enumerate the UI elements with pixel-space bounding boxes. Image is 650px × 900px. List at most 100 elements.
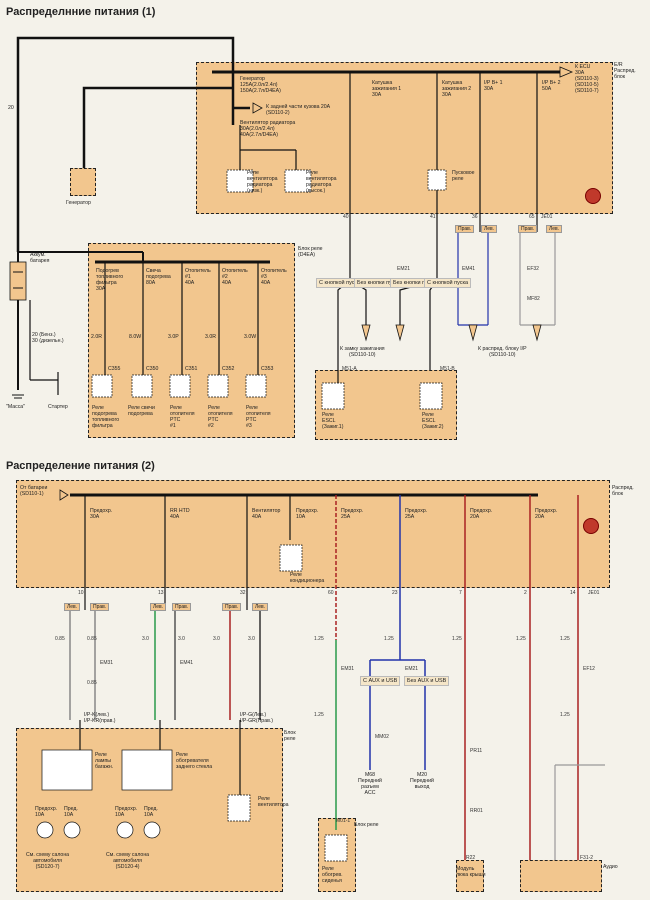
conn2-rr01: RR01 — [470, 808, 483, 814]
conn-je01: JE01 — [541, 214, 553, 220]
seat-heat-relay: Реле обогрев. сиденья — [322, 866, 343, 884]
escl-relay-1: Реле ESCL (Зажиг.1) — [322, 412, 344, 430]
fuse-2-1: Предохр. 30A — [90, 508, 113, 520]
w2-2: 0.85 — [87, 636, 97, 642]
battery-label: Аккум. батарея — [30, 252, 50, 264]
tag2-1: Лев. — [64, 603, 81, 611]
w2-7: 3.0 — [248, 636, 255, 642]
tag2-4: Прав. — [172, 603, 192, 611]
fuse-2-3: Вентилятор 40A — [252, 508, 281, 520]
conn2-r22: R22 — [466, 855, 476, 861]
ign-coil-2: Катушка зажигания 2 30A — [442, 80, 472, 98]
tag-left-2: Лев. — [546, 225, 563, 233]
pin-65: 65 — [529, 214, 535, 220]
rb-relay-1: Реле подогрева топливного фильтра — [92, 405, 120, 429]
m68-label: M68 Передний разъем ACC — [358, 772, 382, 796]
conn-m51a: M51-A — [342, 366, 357, 372]
rb-relay-2: Реле свечи подогрева — [128, 405, 155, 417]
fuse-10a-b: Пред. 10A — [64, 806, 78, 818]
conn2-em41: EM41 — [180, 660, 194, 666]
benz-label: 20 (Бенз.) 30 (дизельн.) — [32, 332, 64, 344]
ign-lock-label: К замку зажигания (SD110-10) — [340, 346, 385, 358]
generator-fuse: Генератор 125A(2.0л/2.4л) 150A(2.7л/D4EA… — [240, 76, 281, 94]
key-button-2: С кнопкой пуска — [424, 278, 472, 288]
w2-12: 1.25 — [516, 636, 526, 642]
pin2-3: 32 — [240, 590, 246, 596]
rb-wire-2: 8.0W — [129, 334, 142, 340]
rb-conn-4: C352 — [222, 366, 235, 372]
aux-with: С AUX и USB — [360, 676, 401, 686]
trunk-relay: Реле лампы багажн. — [95, 752, 114, 770]
to-ecu: К ECU 30A (SD110-3) (SD110-5) (SD110-7) — [575, 64, 599, 94]
rb-wire-3: 3.0P — [168, 334, 179, 340]
rear-body-fuse: К задней части кузова 20A (SD110-2) — [266, 104, 331, 116]
rb-fuse-4: Отопитель #2 40A — [222, 268, 248, 286]
generator-box — [70, 168, 96, 196]
starter-label: Стартер — [48, 404, 68, 410]
dist-label-2: Распред. блок — [612, 485, 634, 497]
ac-relay: Реле кондиционера — [290, 572, 325, 584]
w2-4: 3.0 — [142, 636, 149, 642]
ip-b2: I/P B+ 2 50A — [542, 80, 561, 92]
rb-relay-4: Реле отопителя PTC #2 — [208, 405, 233, 429]
pin2-4: 60 — [328, 590, 334, 596]
rb-conn-1: C355 — [108, 366, 121, 372]
wire-20: 20 — [8, 105, 14, 111]
fan-relay-high: Реле вентилятора радиатора (высок.) — [306, 170, 337, 194]
section-title-2: Распределение питания (2) — [6, 460, 155, 472]
rb-wire-4: 3.0R — [205, 334, 216, 340]
conn2-mm02: MM02 — [375, 734, 389, 740]
section-title-1: Распределнние питания (1) — [6, 6, 156, 18]
conn2-em21: EM21 — [405, 666, 419, 672]
conn-ef32: EF32 — [527, 266, 539, 272]
conn2-f31: F31-2 — [580, 855, 594, 861]
pin2-1: 10 — [78, 590, 84, 596]
pin-40: 40 — [343, 214, 349, 220]
pin-36: 36 — [472, 214, 478, 220]
conn-m51b: M51-B — [440, 366, 455, 372]
relay-block-2-label: Блок реле — [284, 730, 296, 742]
pin2-8: 14 — [570, 590, 576, 596]
rb-fuse-5: Отопитель #3 40A — [261, 268, 287, 286]
conn2-ef12: EF12 — [583, 666, 595, 672]
fan-relay-low: Реле вентилятора радиатора (низк.) — [247, 170, 278, 194]
conn2-je01: JE01 — [588, 590, 600, 596]
from-battery: От батареи (SD110-1) — [20, 485, 48, 497]
rb-relay-5: Реле отопителя PTC #3 — [246, 405, 271, 429]
fan-fuse: Вентилятор радиатора 30A(2.0л/2.4л) 40A(… — [240, 120, 296, 138]
tag2-3: Лев. — [150, 603, 167, 611]
pin2-6: 7 — [459, 590, 462, 596]
conn2-pr11: PR11 — [470, 748, 483, 754]
fuse-2-7: Предохр. 20A — [470, 508, 493, 520]
logo-icon — [583, 518, 599, 534]
conn2-em31: EM31 — [100, 660, 114, 666]
escl-relay-2: Реле ESCL (Зажиг.2) — [422, 412, 444, 430]
rear-defog-relay: Реле обогревателя заднего стекла — [176, 752, 213, 770]
tag2-5: Прав. — [222, 603, 242, 611]
see-scheme-2: См. схему салона автомобиля (SD120-4) — [106, 852, 150, 870]
ip-b1: I/P B+ 1 30A — [484, 80, 503, 92]
start-relay: Пусковое реле — [452, 170, 475, 182]
w2-9: 1.25 — [314, 712, 324, 718]
pin2-5: 23 — [392, 590, 398, 596]
rb-conn-2: C350 — [146, 366, 159, 372]
fuse-2-4: Предохр. 10A — [296, 508, 319, 520]
rb-wire-5: 3.0W — [244, 334, 257, 340]
ip-k-label: I/P-K(лев.) I/P-KR(прав.) — [84, 712, 116, 724]
fuse-10a-a: Предохр. 10A — [35, 806, 58, 818]
tag-right-2: Прав. — [518, 225, 538, 233]
w2-3: 0.85 — [87, 680, 97, 686]
audio-label: Аудио — [603, 864, 618, 870]
relay-block-label: Блок реле (D4EA) — [298, 246, 323, 258]
pin2-2: 13 — [158, 590, 164, 596]
m20-label: M20 Передний выход — [410, 772, 434, 790]
w2-11: 1.25 — [452, 636, 462, 642]
conn-em41: EM41 — [462, 266, 476, 272]
conn2-m01: M01-1 — [336, 818, 351, 824]
tag2-2: Прав. — [90, 603, 110, 611]
pin-41: 41 — [430, 214, 436, 220]
fuse-2-5: Предохр. 25A — [341, 508, 364, 520]
w2-1: 0.85 — [55, 636, 65, 642]
w2-14: 1.25 — [560, 712, 570, 718]
